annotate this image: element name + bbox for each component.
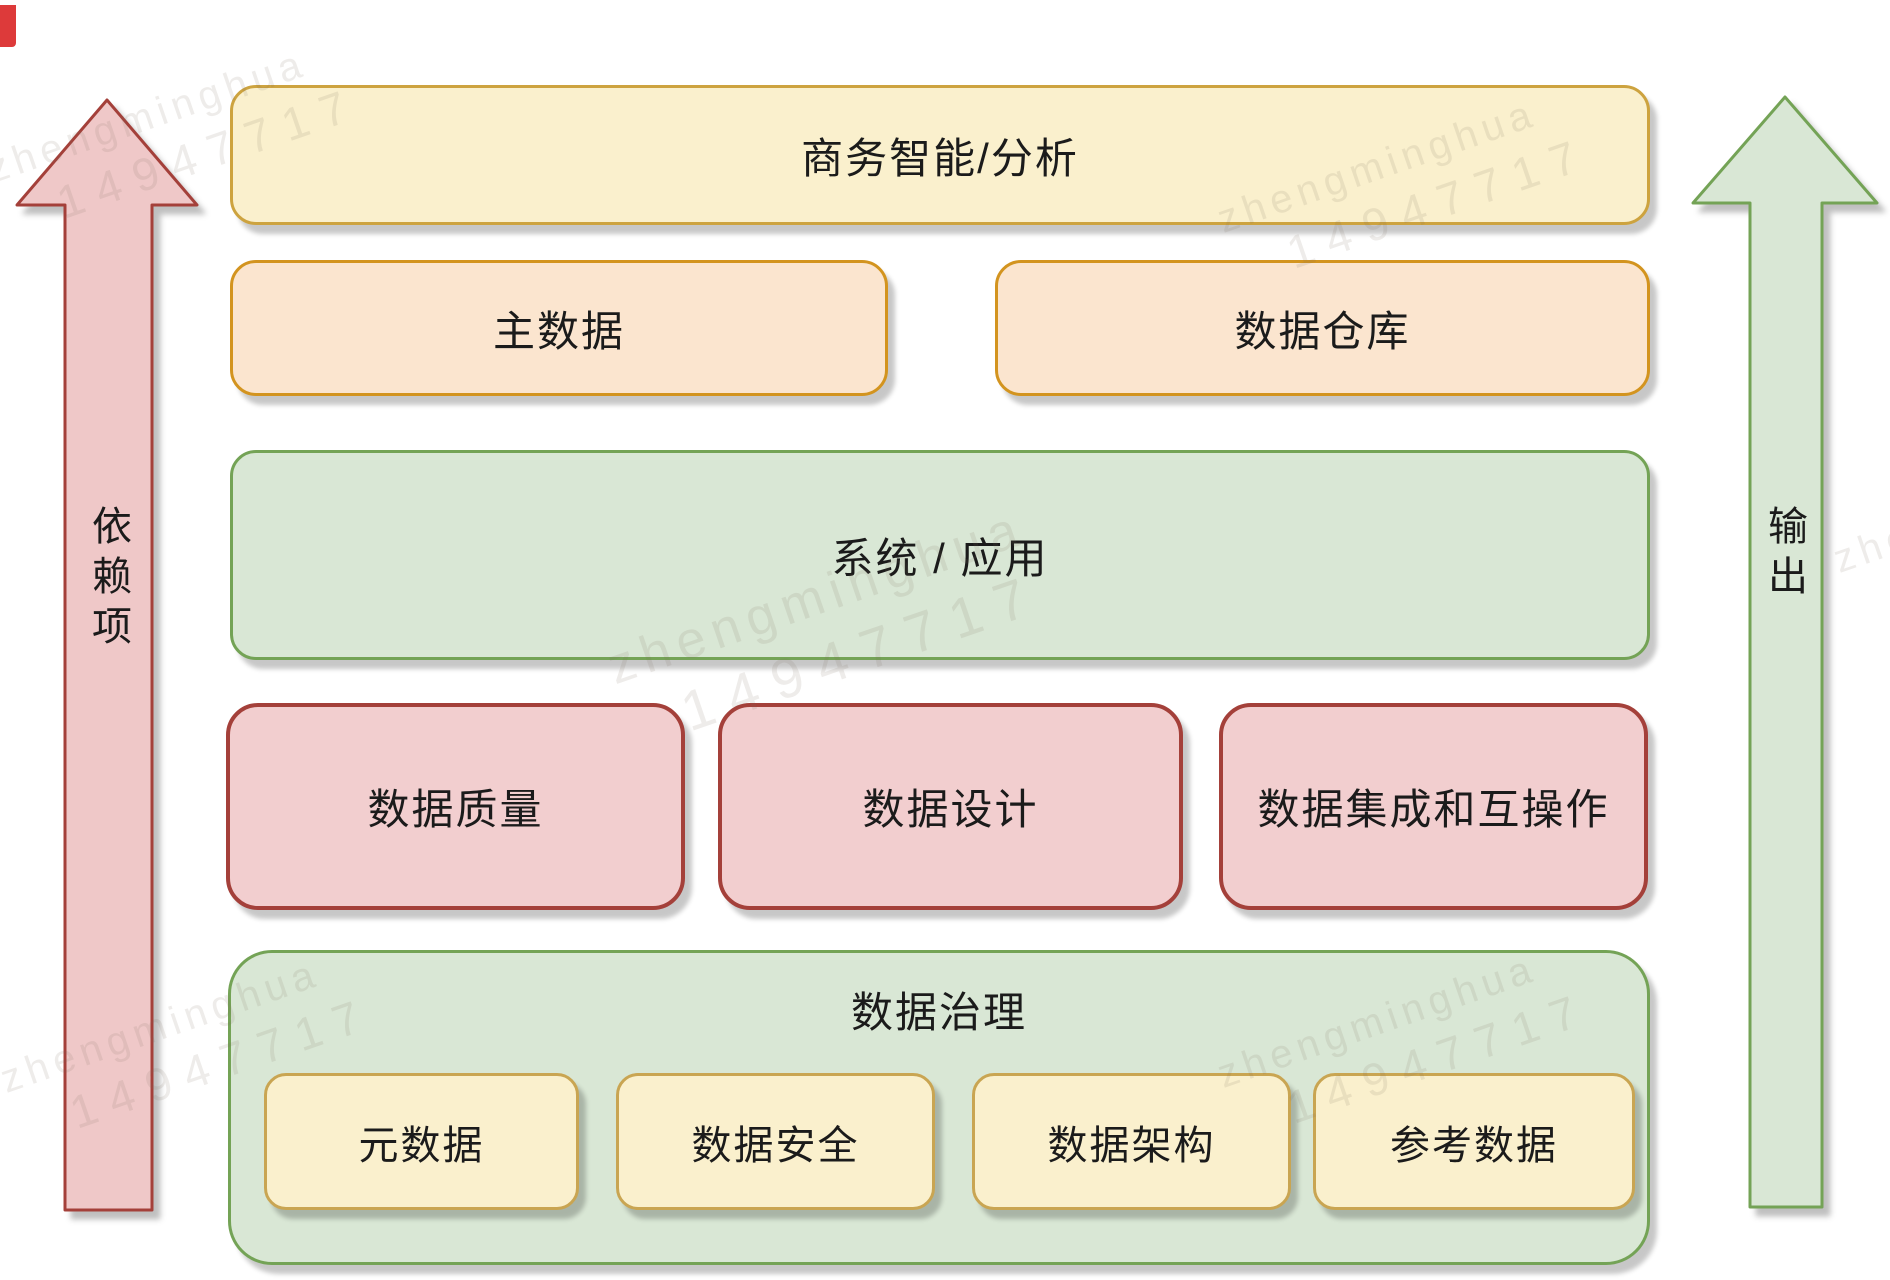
governance-item-reference-data-label: 参考数据 — [1390, 1123, 1558, 1168]
governance-item-data-architecture-label: 数据架构 — [1047, 1123, 1216, 1168]
layer-data-design-label: 数据设计 — [862, 786, 1039, 833]
governance-item-reference-data: 参考数据 — [1313, 1073, 1635, 1210]
red-corner-mark — [0, 5, 16, 47]
layer-bi-analytics: 商务智能/分析 — [230, 85, 1650, 225]
layer-data-warehouse-label: 数据仓库 — [1234, 307, 1411, 355]
dependencies-up-arrow-icon — [15, 98, 199, 1212]
layer-systems-applications-label: 系统 / 应用 — [831, 534, 1049, 582]
governance-item-data-security-label: 数据安全 — [691, 1123, 860, 1168]
output-up-arrow-icon — [1691, 95, 1879, 1209]
governance-item-data-architecture: 数据架构 — [972, 1073, 1291, 1210]
dependencies-arrow-label: 依赖项 — [86, 505, 130, 655]
governance-item-metadata: 元数据 — [264, 1073, 579, 1210]
layer-data-integration-interop-label: 数据集成和互操作 — [1257, 786, 1610, 833]
layer-systems-applications: 系统 / 应用 — [230, 450, 1650, 660]
layer-bi-analytics-label: 商务智能/分析 — [801, 134, 1079, 182]
layer-data-quality-label: 数据质量 — [367, 786, 544, 833]
output-arrow-label: 输出 — [1762, 505, 1806, 605]
layer-data-warehouse: 数据仓库 — [995, 260, 1650, 396]
layer-data-design: 数据设计 — [718, 703, 1183, 910]
layer-data-quality: 数据质量 — [226, 703, 685, 910]
layer-master-data-label: 主数据 — [492, 307, 625, 355]
governance-item-data-security: 数据安全 — [616, 1073, 935, 1210]
governance-item-metadata-label: 元数据 — [358, 1123, 485, 1168]
data-governance-title: 数据治理 — [850, 989, 1027, 1036]
layer-data-governance: 数据治理 元数据 数据安全 数据架构 参考数据 — [228, 950, 1650, 1265]
layer-master-data: 主数据 — [230, 260, 888, 396]
layer-data-integration-interop: 数据集成和互操作 — [1219, 703, 1648, 910]
